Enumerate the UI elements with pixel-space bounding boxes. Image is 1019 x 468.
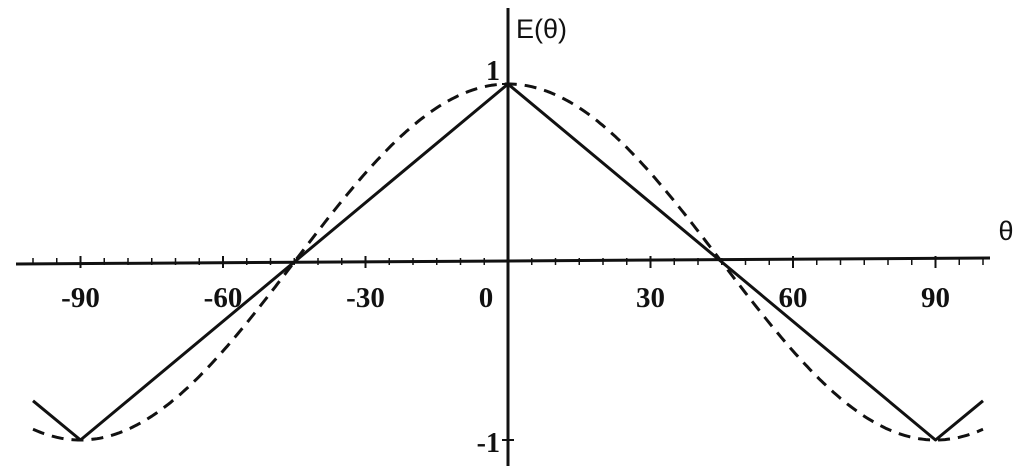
- y-tick-label: 1: [486, 56, 500, 87]
- series-dashed-line: [32, 82, 984, 442]
- x-tick-label: -90: [61, 282, 100, 314]
- y-axis-title: E(θ): [516, 14, 567, 44]
- x-tick-label: 60: [779, 282, 808, 314]
- series-group: [32, 82, 984, 442]
- x-axis-title: θ: [998, 216, 1013, 246]
- y-axis-group: 1 -1 E(θ): [477, 8, 567, 466]
- x-tick-label: 0: [479, 282, 494, 314]
- x-axis: [15, 256, 991, 266]
- y-tick-label: -1: [477, 428, 500, 459]
- x-tick-label: 90: [921, 282, 950, 314]
- x-tick-label: 30: [636, 282, 665, 314]
- x-tick-label: -30: [346, 282, 385, 314]
